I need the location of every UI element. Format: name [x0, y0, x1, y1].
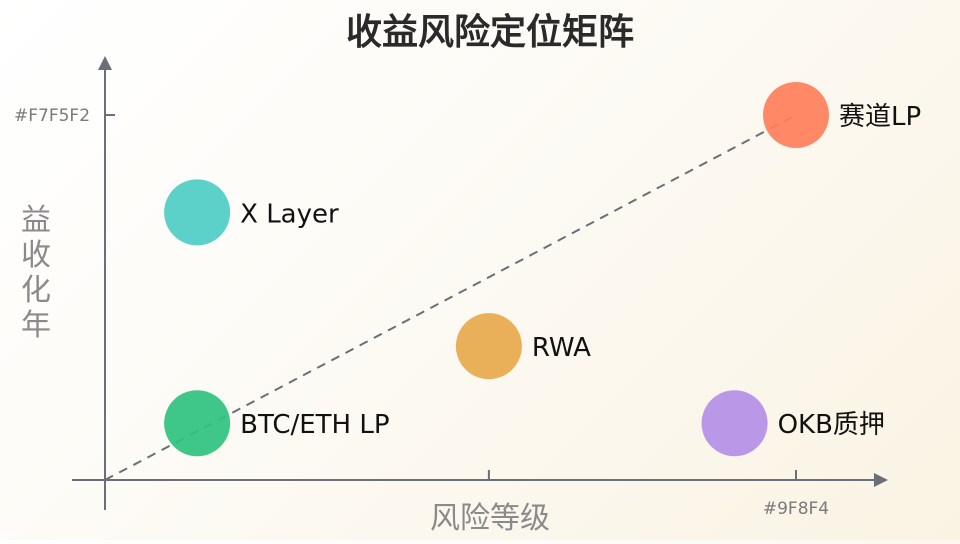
data-point-label: BTC/ETH LP — [240, 410, 389, 440]
data-point-label: RWA — [532, 333, 591, 363]
y-axis-arrow — [98, 56, 112, 70]
y-tick-label: #F7F5F2 — [14, 106, 90, 126]
data-point — [164, 179, 231, 246]
x-axis-arrow — [874, 473, 888, 487]
data-point — [455, 313, 522, 380]
data-point — [701, 390, 768, 457]
x-axis-label: 风险等级 — [430, 501, 550, 536]
y-axis-label: 益收化年 — [21, 203, 51, 343]
data-point-label: 赛道LP — [839, 102, 921, 132]
data-point-label: OKB质押 — [778, 410, 885, 440]
chart-title: 收益风险定位矩阵 — [346, 12, 634, 53]
data-point — [763, 82, 829, 148]
data-point — [164, 390, 231, 457]
data-point-label: X Layer — [240, 199, 339, 229]
x-tick-label: #9F8F4 — [763, 499, 829, 519]
